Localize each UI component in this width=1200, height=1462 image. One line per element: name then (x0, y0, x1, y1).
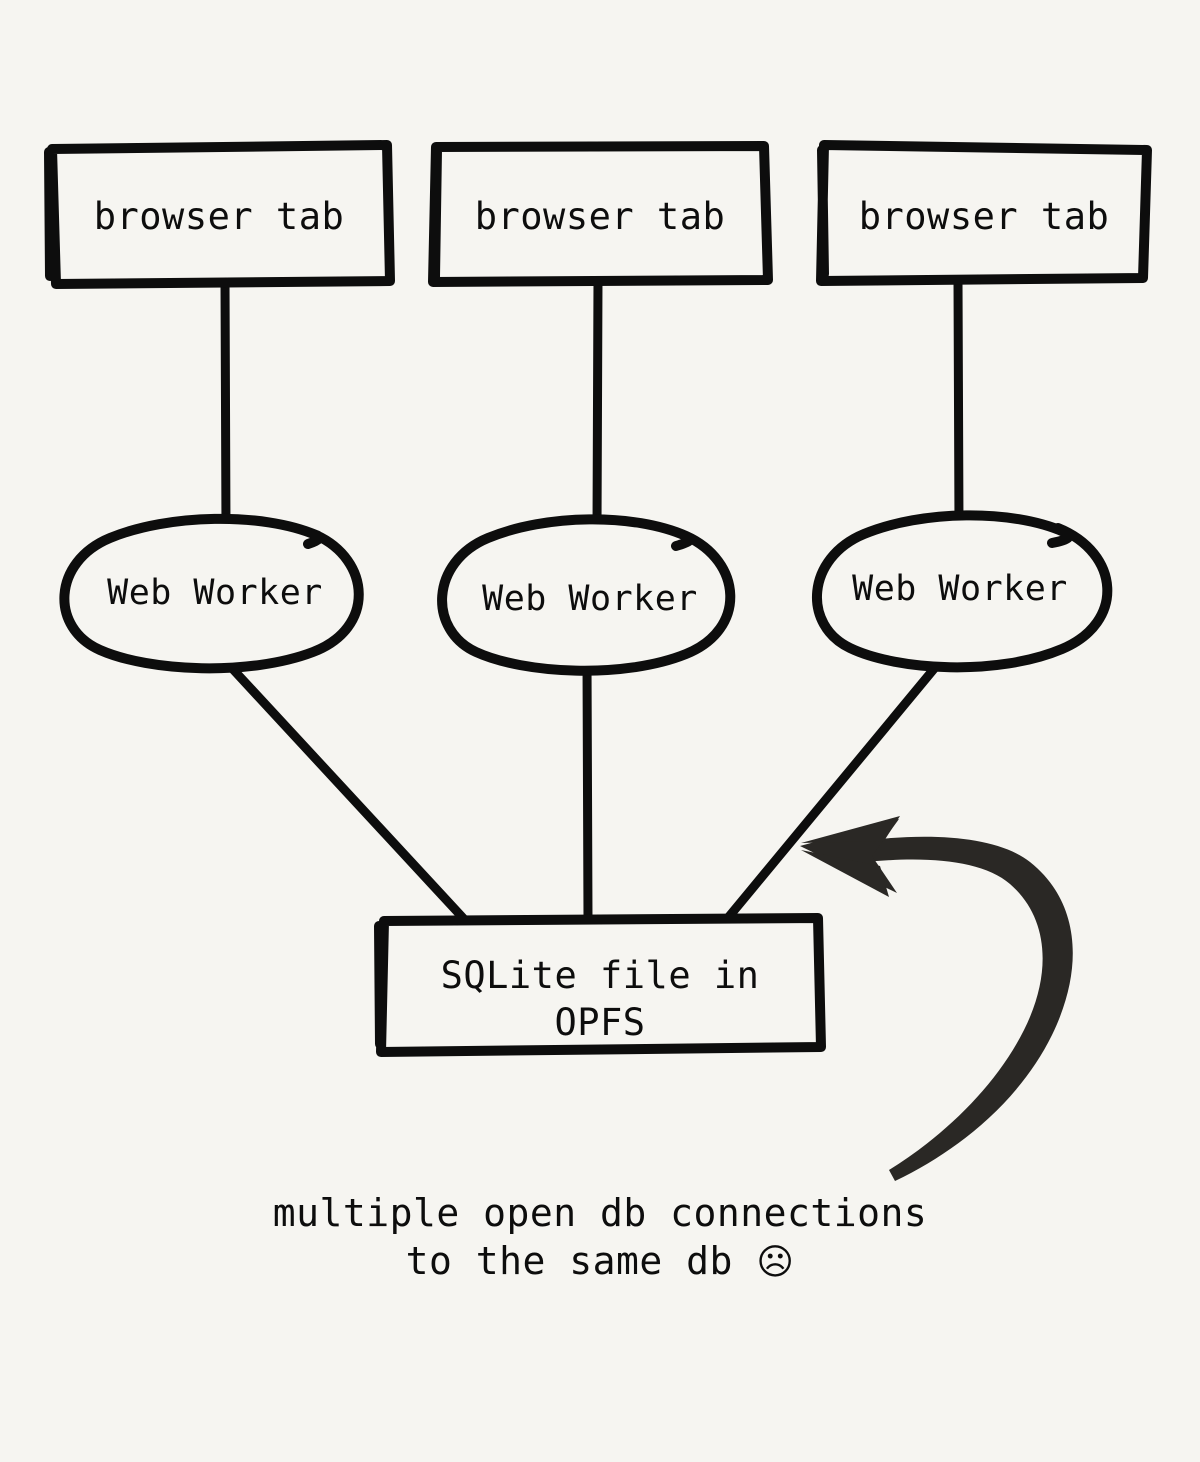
browser-tab-box-1[interactable] (44, 140, 395, 289)
web-worker-ellipses (59, 510, 1113, 676)
sqlite-opfs-box[interactable] (374, 913, 826, 1057)
browser-tab-boxes (44, 140, 1152, 289)
browser-tab-box-3[interactable] (816, 140, 1152, 286)
edge-tab2-worker2 (592, 275, 603, 532)
web-worker-ellipse-2[interactable] (437, 514, 736, 676)
edge-group-tab-to-worker (220, 275, 964, 535)
edge-group-worker-to-db (224, 657, 943, 924)
annotation-arrow-head-barb-upper (801, 816, 900, 843)
edge-tab1-worker1 (220, 276, 231, 535)
browser-tab-box-2[interactable] (428, 141, 773, 287)
edge-worker1-db (224, 660, 469, 924)
annotation-arrow-head-barb-lower (801, 850, 889, 897)
web-worker-ellipse-1[interactable] (59, 513, 364, 674)
annotation-caption: multiple open db connections to the same… (150, 1190, 1050, 1285)
annotation-curved-arrow (800, 816, 1073, 1181)
edge-tab3-worker3 (953, 276, 964, 532)
annotation-arrow-body (835, 836, 1073, 1181)
annotation-caption-text: multiple open db connections to the same… (272, 1191, 928, 1283)
edge-worker2-db (582, 657, 593, 924)
sqlite-opfs-box-group (374, 913, 826, 1057)
edge-worker3-db (722, 659, 943, 924)
web-worker-ellipse-3[interactable] (812, 510, 1113, 673)
frowning-face-icon: ☹ (756, 1241, 795, 1283)
